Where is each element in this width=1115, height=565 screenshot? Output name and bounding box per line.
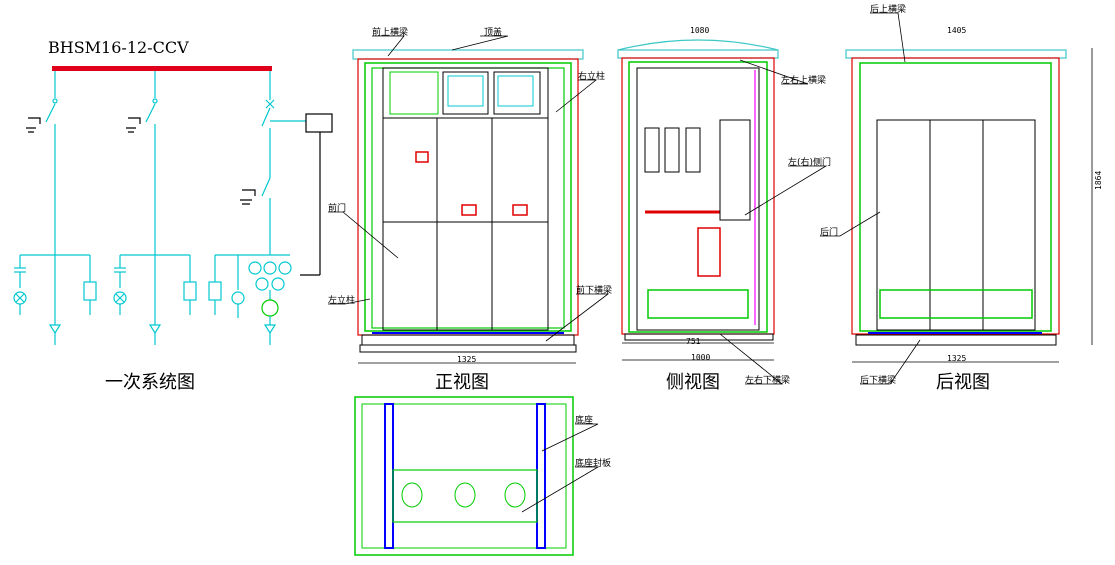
label-rear-door: 后门 — [820, 228, 839, 238]
caption-front-view: 正视图 — [435, 372, 489, 393]
label-rear-top-beam: 后上横梁 — [870, 5, 907, 15]
label-base-seal-plate: 底座封板 — [575, 459, 612, 469]
label-lr-bottom-beam: 左右下横梁 — [745, 376, 791, 386]
label-front-top-beam: 前上横梁 — [372, 28, 409, 38]
label-base: 底座 — [575, 416, 594, 426]
dim-height: 1864 — [1094, 170, 1103, 190]
leader-lines — [328, 12, 921, 513]
dim-side-depth: 1000 — [691, 353, 711, 362]
label-lr-top-beam: 左右上横梁 — [781, 76, 827, 86]
feeder-1 — [13, 71, 97, 345]
label-left-post: 左立柱 — [328, 296, 356, 306]
caption-rear-view: 后视图 — [936, 372, 990, 393]
model-title: BHSM16-12-CCV — [48, 38, 189, 57]
side-view — [617, 39, 779, 361]
base-view — [354, 396, 574, 556]
label-right-post: 右立柱 — [578, 72, 606, 82]
caption-side-view: 侧视图 — [666, 372, 720, 393]
label-rear-bottom-beam: 后下横梁 — [860, 376, 897, 386]
caption-single-line: 一次系统图 — [105, 372, 195, 393]
dim-side-width: 1080 — [690, 26, 710, 35]
main-busbar — [52, 66, 272, 71]
label-lr-side-door: 左(右)侧门 — [788, 158, 832, 168]
label-front-bottom-beam: 前下横梁 — [576, 286, 613, 296]
dim-rear-top: 1405 — [947, 26, 967, 35]
front-view — [352, 49, 584, 364]
feeder-3 — [208, 71, 333, 345]
rear-view — [845, 48, 1093, 363]
label-roof: 顶盖 — [484, 28, 503, 38]
feeder-2 — [113, 71, 197, 345]
dim-side-inner: 751 — [686, 337, 701, 346]
single-line-diagram — [13, 66, 333, 345]
dim-front-width: 1325 — [457, 355, 477, 364]
dim-rear-bottom: 1325 — [947, 354, 967, 363]
label-front-door: 前门 — [328, 204, 347, 214]
